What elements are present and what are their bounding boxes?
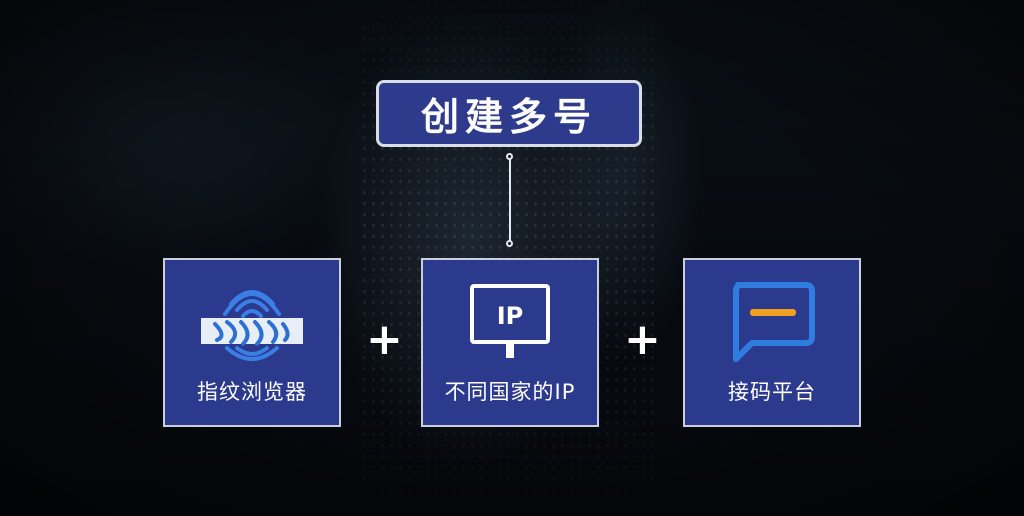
card-ip: IP 不同国家的IP [421, 258, 599, 427]
card-sms-platform: 接码平台 [683, 258, 861, 427]
connector-bottom-dot [506, 240, 513, 247]
plus-sign: + [624, 314, 661, 365]
card-label: 接码平台 [728, 380, 816, 404]
card-label: 指纹浏览器 [197, 380, 307, 404]
card-label: 不同国家的IP [444, 380, 576, 404]
card-fingerprint-browser: 指纹浏览器 [163, 258, 341, 427]
connector-line [509, 158, 511, 244]
title-box: 创建多号 [376, 80, 642, 147]
message-bubble-icon [685, 272, 859, 372]
plus-sign: + [366, 314, 403, 365]
fingerprint-icon [165, 272, 339, 372]
ip-sign-icon: IP [423, 272, 597, 372]
title-text: 创建多号 [420, 95, 597, 139]
ip-icon-text: IP [497, 302, 524, 330]
